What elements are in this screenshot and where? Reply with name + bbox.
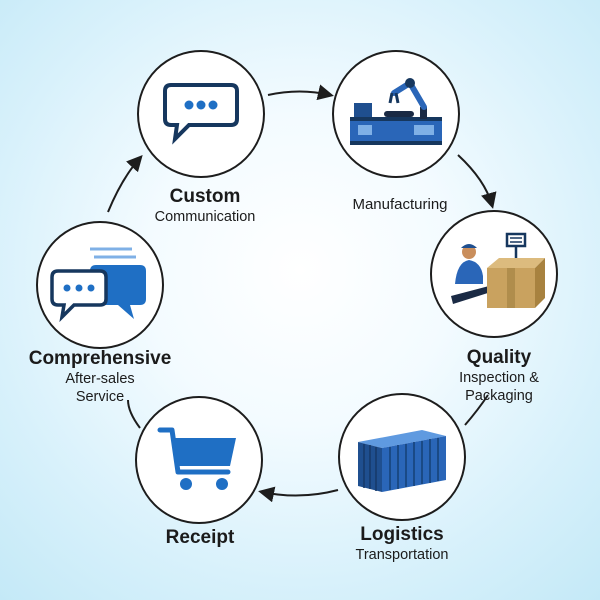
arrow-after-sales-to-communication [107,155,143,213]
robot-arm-factory-icon [350,78,442,145]
step-title: Comprehensive [28,348,172,369]
step-subtitle-2: Packaging [465,388,533,404]
node-quality-inspection [430,210,558,338]
label-receipt: Receipt [120,527,280,549]
shipping-container-icon [358,430,446,492]
label-after-sales: Comprehensive After-sales Service [14,348,186,406]
step-subtitle: Transportation [355,547,449,563]
node-logistics [338,393,466,521]
step-subtitle: Manufacturing [352,196,448,213]
step-subtitle: Inspection & [459,370,539,386]
step-subtitle: After-sales [65,371,135,387]
label-quality-inspection: Quality Inspection & Packaging [424,347,574,405]
label-manufacturing: Manufacturing [320,196,480,214]
node-manufacturing [332,50,460,178]
step-title: Receipt [165,527,235,548]
chat-bubbles-icon [50,247,146,323]
arrow-manufacturing-to-quality [457,154,497,209]
step-title: Custom [169,186,241,207]
node-receipt [135,396,263,524]
step-subtitle: Communication [154,209,256,225]
node-after-sales [36,221,164,349]
step-subtitle-2: Service [75,389,125,405]
step-title: Quality [466,347,532,368]
arrow-receipt-to-after-sales [127,399,141,429]
speech-bubble-icon [163,83,239,145]
step-title: Logistics [360,524,444,545]
arrow-communication-to-manufacturing [267,84,334,101]
label-custom-communication: Custom Communication [125,186,285,226]
node-custom-communication [137,50,265,178]
label-logistics: Logistics Transportation [322,524,482,564]
arrow-quality-to-logistics [464,394,489,426]
arrow-logistics-to-receipt [258,486,339,503]
worker-inspection-box-icon [451,232,545,308]
shopping-cart-icon [157,427,236,490]
